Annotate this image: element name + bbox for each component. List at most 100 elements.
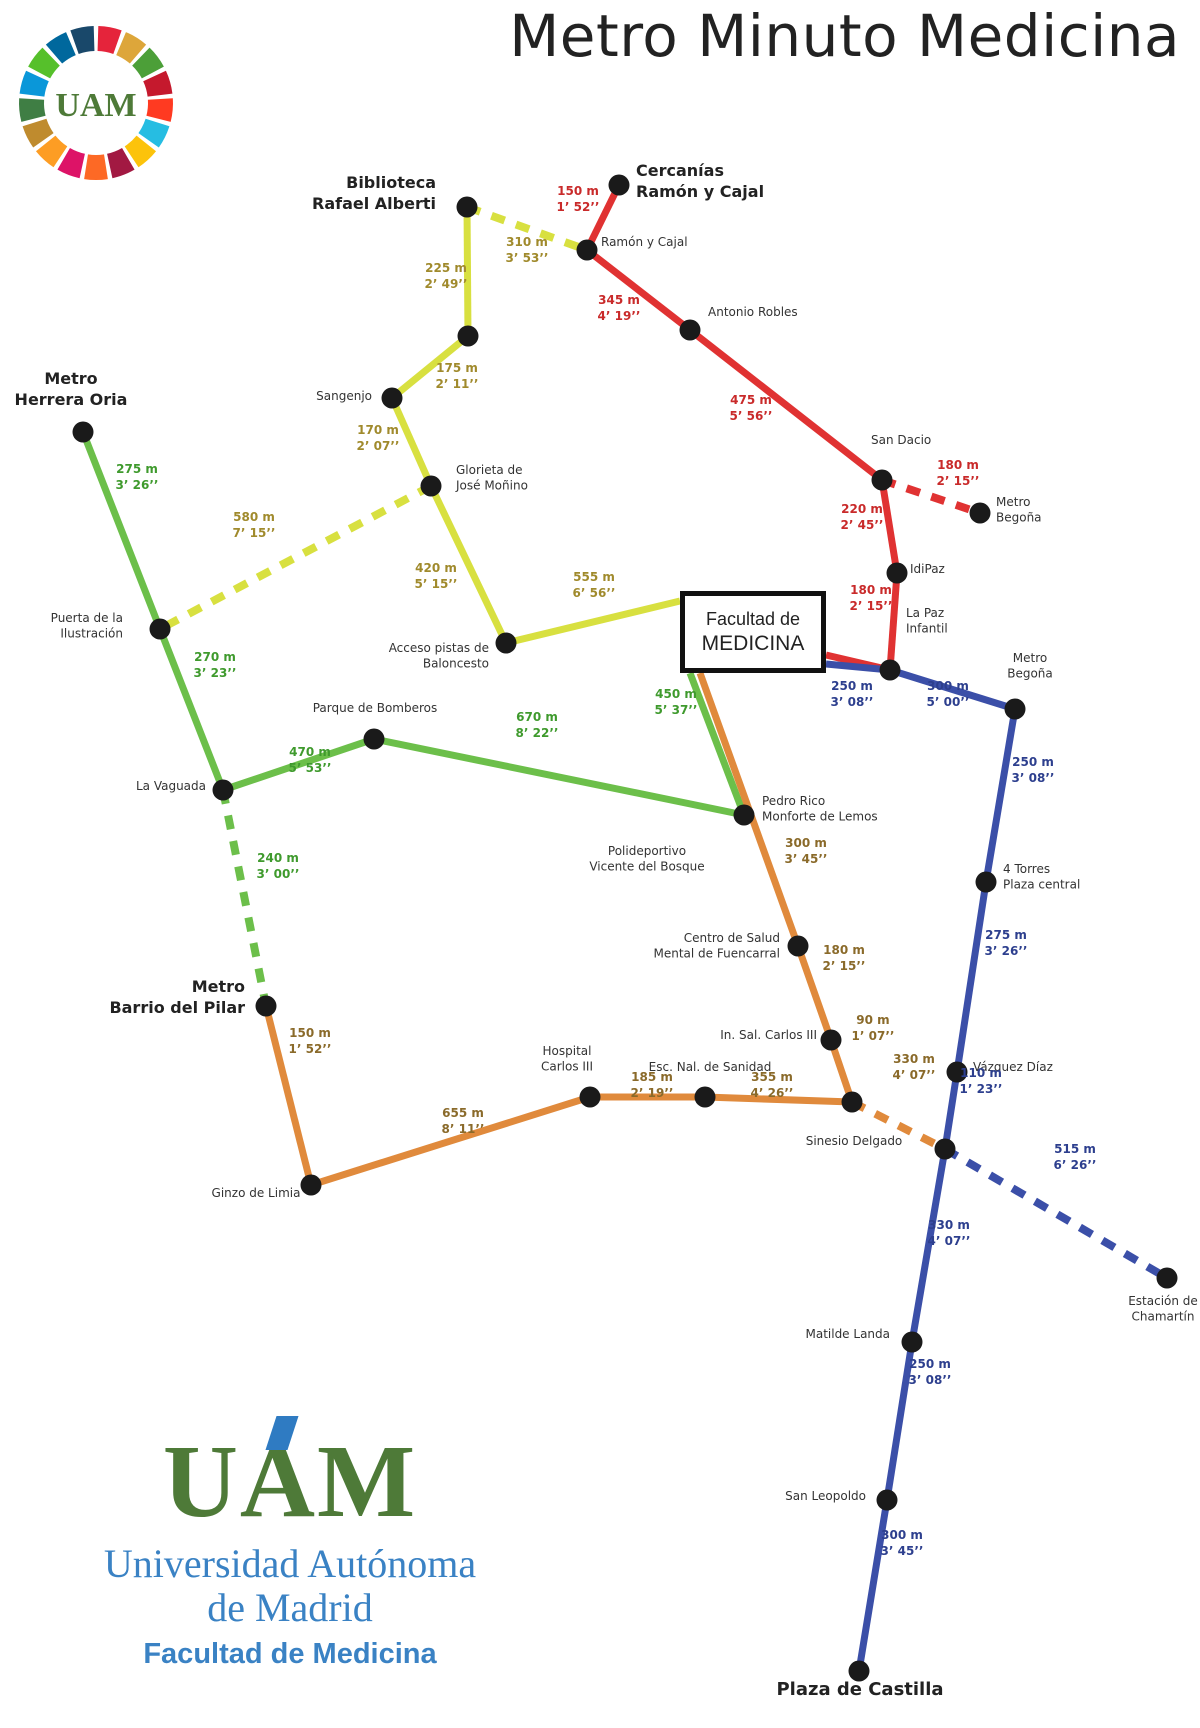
segment-time: 1’ 52’’ <box>289 1042 332 1056</box>
sdg-wheel-segment <box>107 148 135 179</box>
faculty-name: Facultad de Medicina <box>143 1638 437 1670</box>
station-hospital[interactable] <box>579 1086 601 1108</box>
segment-time: 1’ 23’’ <box>960 1082 1003 1096</box>
station-cercanias[interactable] <box>608 174 630 196</box>
segment-orange-sinesio-escnal <box>704 1093 853 1106</box>
uam-logo: UAM <box>163 1416 417 1534</box>
segment-yellow-acceso-facultad <box>505 597 681 647</box>
segment-time: 2’ 15’’ <box>823 959 866 973</box>
segment-time: 3’ 00’’ <box>257 867 300 881</box>
segment-distance: 300 m <box>785 836 827 850</box>
segment-distance: 240 m <box>257 851 299 865</box>
station-label-vazquez: Vázquez Díaz <box>973 1060 1053 1074</box>
station-vazquez[interactable] <box>946 1061 968 1083</box>
segment-blue-torres-vazquez <box>953 881 990 1073</box>
sdg-wheel-segment <box>143 70 173 97</box>
segment-time: 3’ 08’’ <box>831 695 874 709</box>
segment-time: 3’ 08’’ <box>1012 771 1055 785</box>
station-glorieta[interactable] <box>420 475 442 497</box>
segment-green-herrera-puerta <box>79 430 164 631</box>
map-lines <box>79 183 1170 1672</box>
station-lapaz[interactable] <box>879 659 901 681</box>
station-metrobegona1[interactable] <box>969 502 991 524</box>
segment-red-antonio-sandacio <box>687 327 885 483</box>
station-centrosalud[interactable] <box>787 935 809 957</box>
station-junction[interactable] <box>934 1138 956 1160</box>
segment-distance: 250 m <box>909 1357 951 1371</box>
segment-yellow-biblioteca-ramon <box>465 203 589 254</box>
segment-time: 2’ 11’’ <box>436 377 479 391</box>
facultad-medicina-box[interactable]: Facultad de MEDICINA <box>680 591 826 673</box>
station-biblioteca[interactable] <box>456 196 478 218</box>
segment-time: 7’ 15’’ <box>233 526 276 540</box>
segment-time: 3’ 26’’ <box>116 478 159 492</box>
segment-distance: 450 m <box>655 687 697 701</box>
facultad-box-line2: MEDICINA <box>701 631 805 655</box>
station-acceso[interactable] <box>495 632 517 654</box>
station-sinesio[interactable] <box>841 1091 863 1113</box>
segment-distance: 170 m <box>357 423 399 437</box>
station-escnal[interactable] <box>694 1086 716 1108</box>
segment-time: 5’ 56’’ <box>730 409 773 423</box>
sdg-wheel-segment <box>116 32 147 64</box>
station-ramon[interactable] <box>576 239 598 261</box>
station-label-antonio: Antonio Robles <box>708 305 798 319</box>
segment-time: 8’ 22’’ <box>516 726 559 740</box>
station-leopoldo[interactable] <box>876 1489 898 1511</box>
segment-time: 5’ 37’’ <box>655 703 698 717</box>
sdg-wheel-segment <box>22 118 54 148</box>
station-matilde[interactable] <box>901 1331 923 1353</box>
segment-time: 3’ 26’’ <box>985 944 1028 958</box>
page-title: Metro Minuto Medicina <box>509 2 1180 70</box>
station-sangenjo[interactable] <box>381 387 403 409</box>
station-castilla[interactable] <box>848 1660 870 1682</box>
segment-yellow-y2-sangenjo <box>389 333 471 401</box>
station-pedrorico[interactable] <box>733 804 755 826</box>
segment-green-bomberos-pedrorico <box>373 735 745 819</box>
station-metrobegona2[interactable] <box>1004 698 1026 720</box>
sdg-wheel-segment <box>70 26 95 54</box>
segment-blue-vazquez-junction <box>941 1071 961 1150</box>
station-bomberos[interactable] <box>363 728 385 750</box>
segment-time: 4’ 26’’ <box>751 1086 794 1100</box>
station-antonio[interactable] <box>679 319 701 341</box>
station-label-escnal: Esc. Nal. de Sanidad <box>649 1060 772 1074</box>
station-vaguada[interactable] <box>212 779 234 801</box>
station-barrio[interactable] <box>255 995 277 1017</box>
segment-blue-facultad-lapaz <box>825 660 891 674</box>
segment-distance: 355 m <box>751 1070 793 1084</box>
station-label-sinesio: Sinesio Delgado <box>806 1134 903 1148</box>
segment-blue-matilde-leopoldo <box>883 1341 916 1501</box>
station-y2[interactable] <box>457 325 479 347</box>
segment-distance: 150 m <box>557 184 599 198</box>
station-torres[interactable] <box>975 871 997 893</box>
segment-yellow-glorieta-acceso <box>427 484 510 645</box>
segment-distance: 555 m <box>573 570 615 584</box>
segment-distance: 150 m <box>289 1026 331 1040</box>
segment-distance: 670 m <box>516 710 558 724</box>
station-label-leopoldo: San Leopoldo <box>785 1489 866 1503</box>
segment-distance: 250 m <box>831 679 873 693</box>
sdg-wheel-segment <box>138 118 170 148</box>
segment-distance: 300 m <box>927 679 969 693</box>
segment-distance: 275 m <box>116 462 158 476</box>
station-chamartin[interactable] <box>1156 1267 1178 1289</box>
station-label-matilde: Matilde Landa <box>805 1327 890 1341</box>
station-puerta[interactable] <box>149 618 171 640</box>
station-idipaz[interactable] <box>886 562 908 584</box>
segment-time: 3’ 45’’ <box>785 852 828 866</box>
segment-blue-junction-matilde <box>908 1148 949 1343</box>
station-sandacio[interactable] <box>871 469 893 491</box>
segment-distance: 580 m <box>233 510 275 524</box>
segment-distance: 310 m <box>506 235 548 249</box>
segment-distance: 470 m <box>289 745 331 759</box>
segment-distance: 225 m <box>425 261 467 275</box>
station-carlos3in[interactable] <box>820 1029 842 1051</box>
station-herrera[interactable] <box>72 421 94 443</box>
segment-time: 3’ 45’’ <box>881 1544 924 1558</box>
station-ginzo[interactable] <box>300 1174 322 1196</box>
